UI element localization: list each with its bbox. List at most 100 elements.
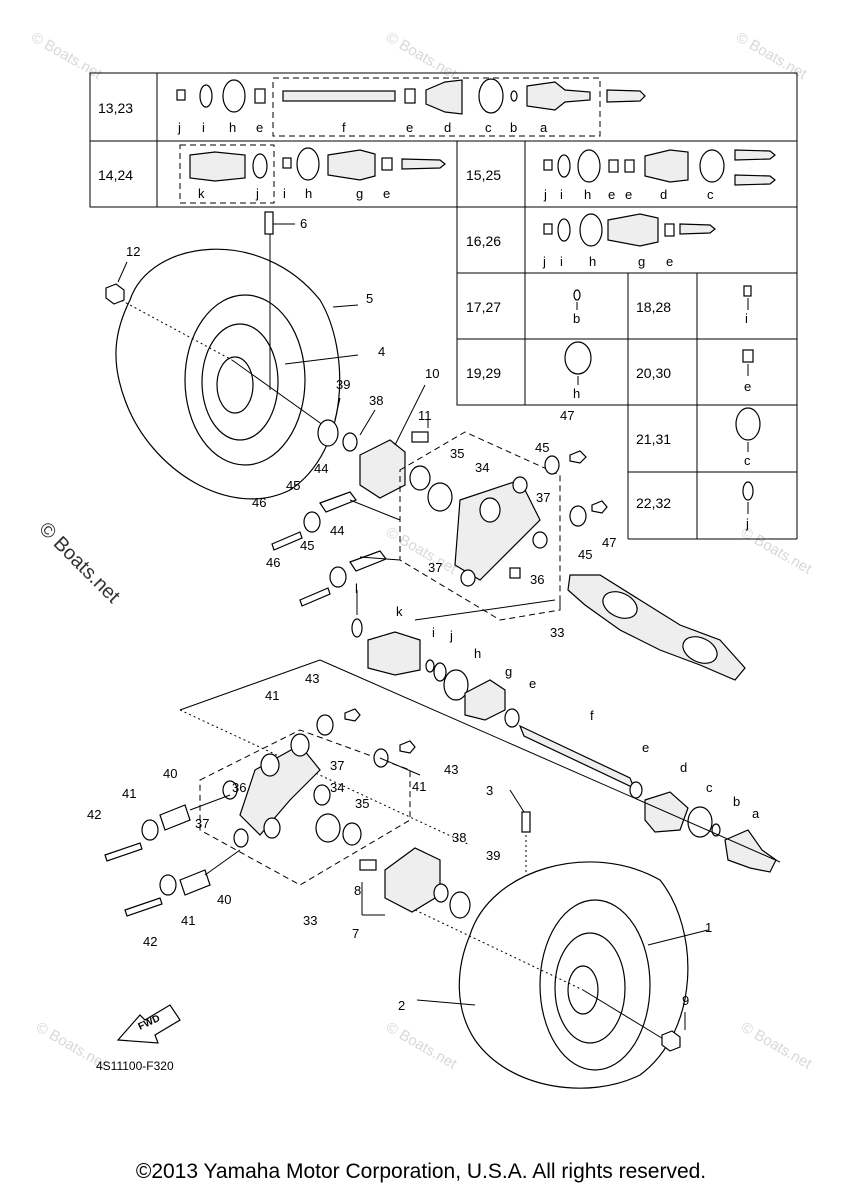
upper-drive-shaft (567, 574, 746, 681)
row-16-letter: j (542, 254, 546, 269)
callout-37: 37 (195, 816, 209, 831)
shaft-letter-j: j (449, 628, 453, 643)
shaft-letter-g: g (505, 664, 512, 679)
callout-3: 3 (486, 783, 493, 798)
shaft-letter-h: h (474, 646, 481, 661)
row-label-14-24: 14,24 (98, 167, 133, 183)
callout-33: 33 (303, 913, 317, 928)
row-16-letter: e (666, 254, 673, 269)
row-13-23-parts: j i h e f e d c b a (176, 77, 646, 137)
row-16-26-parts: j i h g e (542, 213, 716, 269)
callout-46: 46 (266, 555, 280, 570)
row-15-letter: d (660, 187, 667, 202)
callout-36: 36 (232, 780, 246, 795)
callout-41: 41 (265, 688, 279, 703)
row-13-letter: b (510, 120, 517, 135)
callout-37: 37 (536, 490, 550, 505)
callout-45: 45 (535, 440, 549, 455)
callout-9: 9 (682, 993, 689, 1008)
watermark: © Boats.net (383, 1019, 460, 1073)
callout-38: 38 (452, 830, 466, 845)
callout-4: 4 (378, 344, 385, 359)
callout-12: 12 (126, 244, 140, 259)
fwd-arrow: FWD (116, 1004, 181, 1044)
row-15-letter: i (560, 187, 563, 202)
row-15-letter: e (625, 187, 632, 202)
callout-39: 39 (336, 377, 350, 392)
row-label-21-31: 21,31 (636, 431, 671, 447)
row-14-letter: j (255, 186, 259, 201)
callout-11: 11 (418, 408, 432, 423)
copyright-notice: ©2013 Yamaha Motor Corporation, U.S.A. A… (135, 1160, 707, 1183)
row-14-letter: g (356, 186, 363, 201)
callout-46: 46 (252, 495, 266, 510)
shaft-letter-i: i (432, 625, 435, 640)
shaft-letter-d: d (680, 760, 687, 775)
watermark: © Boats.net (383, 29, 460, 83)
callout-44: 44 (330, 523, 344, 538)
row-label-19-29: 19,29 (466, 365, 501, 381)
callout-43: 43 (305, 671, 319, 686)
row-16-letter: h (589, 254, 596, 269)
row-16-letter: g (638, 254, 645, 269)
shaft-letter-k: k (396, 604, 403, 619)
callout-34: 34 (330, 780, 344, 795)
callout-40: 40 (163, 766, 177, 781)
callout-6: 6 (300, 216, 307, 231)
callout-45: 45 (300, 538, 314, 553)
shaft-letter-e: e (642, 740, 649, 755)
shaft-letter-l: l (355, 581, 358, 596)
callout-41: 41 (181, 913, 195, 928)
callout-34: 34 (475, 460, 489, 475)
shaft-letters: l k i j h g e f e d c b a (355, 581, 760, 821)
callout-5: 5 (366, 291, 373, 306)
row-label-18-28: 18,28 (636, 299, 671, 315)
row-20-letter: e (744, 379, 751, 394)
callout-35: 35 (450, 446, 464, 461)
shaft-letter-c: c (706, 780, 713, 795)
row-15-letter: j (543, 187, 547, 202)
callout-36: 36 (530, 572, 544, 587)
callout-33: 33 (550, 625, 564, 640)
row-15-25-parts: j i h e e d c (543, 149, 776, 202)
row-19-letter: h (573, 386, 580, 401)
row-13-letter: e (406, 120, 413, 135)
row-15-letter: h (584, 187, 591, 202)
watermark: © Boats.net (738, 524, 815, 578)
row-13-letter: i (202, 120, 205, 135)
callout-42: 42 (143, 934, 157, 949)
row-21-letter: c (744, 453, 751, 468)
row-label-20-30: 20,30 (636, 365, 671, 381)
callout-1: 1 (705, 920, 712, 935)
shaft-letter-a: a (752, 806, 760, 821)
row-label-15-25: 15,25 (466, 167, 501, 183)
row-label-16-26: 16,26 (466, 233, 501, 249)
callout-45: 45 (578, 547, 592, 562)
callout-47: 47 (602, 535, 616, 550)
callout-41: 41 (122, 786, 136, 801)
callout-7: 7 (352, 926, 359, 941)
shaft-letter-e: e (529, 676, 536, 691)
row-16-letter: i (560, 254, 563, 269)
row-13-letter: c (485, 120, 492, 135)
callout-43: 43 (444, 762, 458, 777)
lower-arm-assembly (104, 708, 421, 917)
upper-wheel-assembly (105, 211, 429, 500)
row-22-letter: j (745, 516, 749, 531)
diagram-code: 4S11100-F320 (96, 1059, 174, 1073)
row-14-letter: h (305, 186, 312, 201)
row-13-letter: j (177, 120, 181, 135)
row-15-letter: c (707, 187, 714, 202)
row-15-letter: e (608, 187, 615, 202)
parts-table: 13,23 14,24 15,25 16,26 17,27 18,28 19,2… (89, 72, 798, 540)
callout-38: 38 (369, 393, 383, 408)
callout-2: 2 (398, 998, 405, 1013)
watermark: © Boats.net (733, 29, 810, 83)
callout-47: 47 (560, 408, 574, 423)
watermark: © Boats.net (738, 1019, 815, 1073)
row-18-letter: i (745, 311, 748, 326)
upper-arm-assembly (271, 431, 608, 621)
callout-44: 44 (314, 461, 328, 476)
side-watermark: © Boats.net (34, 518, 124, 608)
row-14-letter: k (198, 186, 205, 201)
